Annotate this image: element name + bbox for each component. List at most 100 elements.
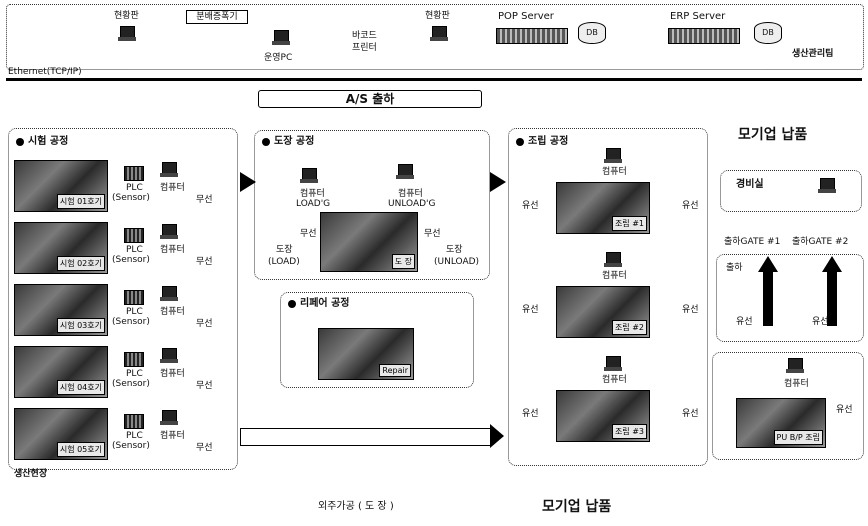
paint-photo: 도 장 xyxy=(320,212,418,272)
as-out-label: A/S 출하 xyxy=(346,92,395,106)
asm-pc-label: 컴퓨터 xyxy=(602,168,627,177)
test-pc-label: 컴퓨터 xyxy=(160,432,185,441)
test-machine-photo: 시험 03호기 xyxy=(14,284,108,336)
monitor-left-label: 현황판 xyxy=(114,12,139,21)
paint-shop-title: 도장 공정 xyxy=(274,137,314,147)
test-to-asm-arrow-icon xyxy=(240,428,491,446)
sensor-label: (Sensor) xyxy=(112,380,150,389)
guard-section xyxy=(720,170,862,212)
test-shop-footer: 생산현장 xyxy=(14,470,47,479)
pop-server-label: POP Server xyxy=(498,12,554,22)
test-to-paint-arrow-icon xyxy=(240,172,256,192)
paint-unload-sub: (UNLOAD) xyxy=(434,258,479,267)
test-pc-label: 컴퓨터 xyxy=(160,246,185,255)
pop-db-icon: DB xyxy=(578,22,606,44)
monitor-left-icon xyxy=(118,26,136,42)
plc-icon xyxy=(124,352,144,367)
paint-unload-pc-sub: UNLOAD'G xyxy=(388,200,435,209)
asm-wired-right: 유선 xyxy=(682,410,699,419)
asm-wired-left: 유선 xyxy=(522,202,539,211)
sensor-label: (Sensor) xyxy=(112,442,150,451)
pu-wired-label: 유선 xyxy=(836,406,853,415)
asm-photo: 조립 #2 xyxy=(556,286,650,338)
test-wireless-label: 무선 xyxy=(196,320,213,329)
paint-unload-pc-icon xyxy=(396,164,414,180)
asm-wired-left: 유선 xyxy=(522,410,539,419)
test-machine-tag: 시험 05호기 xyxy=(57,442,105,457)
plc-label: PLC xyxy=(126,432,143,441)
erp-db-label: DB xyxy=(762,28,774,37)
pu-photo: PU B/P 조립 xyxy=(736,398,826,448)
guard-pc-icon xyxy=(818,178,836,194)
bottom-oem-label: 모기업 납품 xyxy=(542,500,611,514)
shipping-label: 출하 xyxy=(726,264,743,273)
asm-wired-left: 유선 xyxy=(522,306,539,315)
pu-pc-label: 컴퓨터 xyxy=(784,380,809,389)
paint-load-pc-sub: LOAD'G xyxy=(296,200,330,209)
gate1-label: 출하GATE #1 xyxy=(724,238,780,247)
test-wireless-label: 무선 xyxy=(196,382,213,391)
monitor-right-icon xyxy=(430,26,448,42)
test-machine-photo: 시험 05호기 xyxy=(14,408,108,460)
distributor-box: 분배증폭기 xyxy=(186,10,248,24)
repair-photo-tag: Repair xyxy=(379,364,411,377)
asm-wired-right: 유선 xyxy=(682,306,699,315)
repair-shop-title: 리페어 공정 xyxy=(300,299,349,309)
sensor-label: (Sensor) xyxy=(112,256,150,265)
test-pc-icon xyxy=(160,410,178,426)
paint-unload-label: 도장 xyxy=(446,246,463,255)
asm-pc-label: 컴퓨터 xyxy=(602,272,627,281)
plc-icon xyxy=(124,228,144,243)
paint-photo-tag: 도 장 xyxy=(392,254,415,269)
plc-icon xyxy=(124,414,144,429)
paint-load-pc-label: 컴퓨터 xyxy=(300,190,325,199)
plc-label: PLC xyxy=(126,184,143,193)
test-machine-tag: 시험 04호기 xyxy=(57,380,105,395)
guard-label: 경비실 xyxy=(736,180,764,190)
pu-pc-icon xyxy=(786,358,804,374)
barcode-label: 바코드 xyxy=(352,32,377,41)
asm-photo: 조립 #1 xyxy=(556,182,650,234)
test-machine-photo: 시험 02호기 xyxy=(14,222,108,274)
gate1-arrow-shaft xyxy=(763,270,773,326)
paint-wireless-right: 무선 xyxy=(424,230,441,239)
test-wireless-label: 무선 xyxy=(196,196,213,205)
repair-shop-bullet-icon xyxy=(288,300,296,308)
test-pc-label: 컴퓨터 xyxy=(160,184,185,193)
plc-label: PLC xyxy=(126,370,143,379)
asm-photo-tag: 조립 #2 xyxy=(612,320,647,335)
asm-photo: 조립 #3 xyxy=(556,390,650,442)
assembly-shop-title: 조립 공정 xyxy=(528,137,568,147)
gate2-label: 출하GATE #2 xyxy=(792,238,848,247)
paint-to-asm-arrow-icon xyxy=(490,172,506,192)
assembly-shop-bullet-icon xyxy=(516,138,524,146)
test-shop-bullet-icon xyxy=(16,138,24,146)
outsource-label: 외주가공 ( 도 장 ) xyxy=(318,502,394,512)
pop-db-label: DB xyxy=(586,28,598,37)
asm-pc-label: 컴퓨터 xyxy=(602,376,627,385)
test-machine-photo: 시험 01호기 xyxy=(14,160,108,212)
test-machine-tag: 시험 02호기 xyxy=(57,256,105,271)
mgmt-team-label: 생산관리팀 xyxy=(792,50,833,59)
erp-server-icon xyxy=(668,28,740,44)
paint-load-pc-icon xyxy=(300,168,318,184)
test-machine-tag: 시험 01호기 xyxy=(57,194,105,209)
operator-pc-icon xyxy=(272,30,290,46)
paint-shop-bullet-icon xyxy=(262,138,270,146)
plc-label: PLC xyxy=(126,308,143,317)
paint-wireless-left: 무선 xyxy=(300,230,317,239)
oem-wired1: 유선 xyxy=(736,318,753,327)
erp-server-label: ERP Server xyxy=(670,12,725,22)
plc-icon xyxy=(124,290,144,305)
oem-wired2: 유선 xyxy=(812,318,829,327)
paint-load-sub: (LOAD) xyxy=(268,258,300,267)
ethernet-label: Ethernet(TCP/IP) xyxy=(8,68,82,77)
test-to-asm-arrow-head-icon xyxy=(490,424,504,448)
test-wireless-label: 무선 xyxy=(196,444,213,453)
sensor-label: (Sensor) xyxy=(112,194,150,203)
paint-load-label: 도장 xyxy=(276,246,293,255)
asm-pc-icon xyxy=(604,148,622,164)
asm-photo-tag: 조립 #1 xyxy=(612,216,647,231)
paint-unload-pc-label: 컴퓨터 xyxy=(398,190,423,199)
